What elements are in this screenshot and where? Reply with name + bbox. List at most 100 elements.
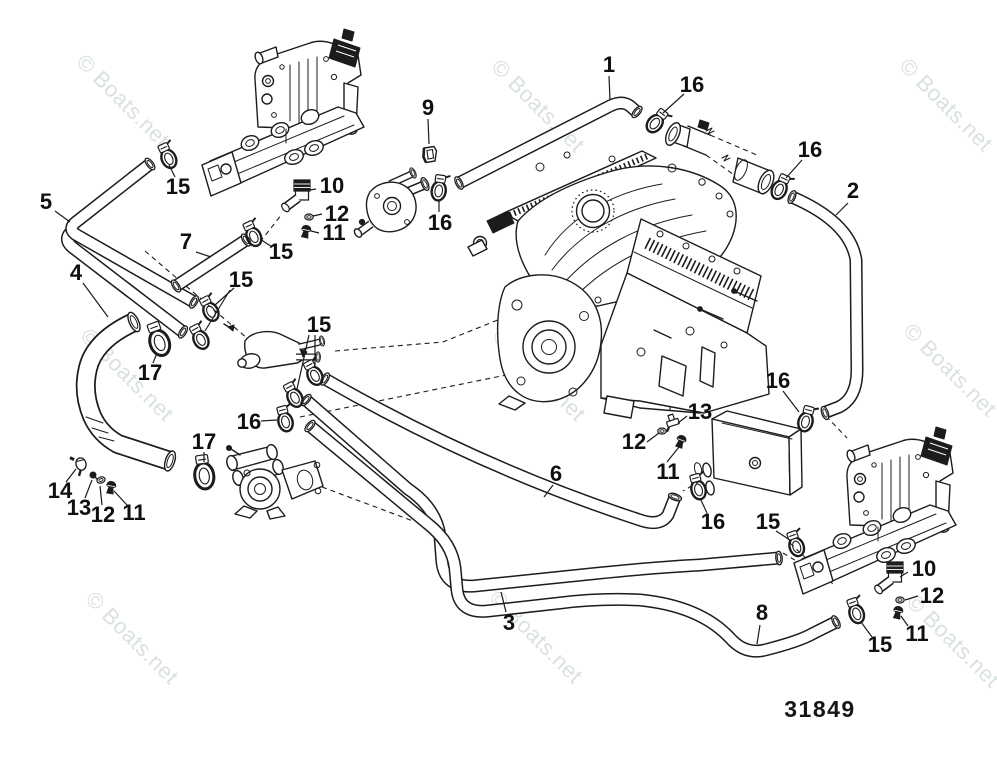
clip-9 xyxy=(422,145,438,164)
callout-fitting-10-starboard: 10 xyxy=(899,556,936,581)
callout-label: 10 xyxy=(320,173,344,198)
clamp-16-c xyxy=(429,172,452,203)
callout-label: 6 xyxy=(550,461,562,486)
callout-hose-6: 6 xyxy=(543,461,562,498)
hose-7 xyxy=(168,231,254,295)
callout-label: 12 xyxy=(91,502,115,527)
power-steering-cooler xyxy=(223,323,326,369)
callout-hose-2: 2 xyxy=(835,178,859,216)
callout-label: 12 xyxy=(920,583,944,608)
callout-clamp-15-c: 15 xyxy=(204,267,253,332)
callout-clamp-15-b: 15 xyxy=(259,238,293,264)
callout-clamp-15-a: 15 xyxy=(166,164,190,199)
callout-label: 16 xyxy=(428,210,452,235)
callout-label: 17 xyxy=(138,360,162,385)
callout-label: 11 xyxy=(122,500,145,525)
washer-12-starboard xyxy=(895,596,905,604)
watermark-text: © Boats.net xyxy=(72,49,175,152)
callout-washer-12-left: 12 xyxy=(91,485,115,527)
thermostat-housing xyxy=(353,166,432,238)
callout-clamp-16-b: 16 xyxy=(785,137,822,179)
clamp-15-c1 xyxy=(195,291,225,325)
callout-fitting-13-center: 13 xyxy=(677,399,712,424)
watermark-text: © Boats.net xyxy=(895,53,997,156)
callout-clamp-16-e: 16 xyxy=(766,368,800,413)
hose-4 xyxy=(75,309,179,474)
exhaust-manifold-port xyxy=(201,28,365,197)
fittings xyxy=(68,145,905,620)
callout-label: 11 xyxy=(656,459,679,484)
callout-washer-12-center: 12 xyxy=(622,429,660,454)
callout-washer-12-starboard: 12 xyxy=(904,583,944,608)
callout-plug-11-center: 11 xyxy=(656,446,680,484)
plug-11-center xyxy=(674,433,688,450)
callout-label: 16 xyxy=(766,368,790,393)
hose-2 xyxy=(785,188,864,422)
clamp-15-f xyxy=(843,593,871,627)
callout-label: 11 xyxy=(905,621,928,646)
hose-1 xyxy=(452,96,645,192)
hoses xyxy=(60,96,864,658)
callout-label: 10 xyxy=(912,556,936,581)
engine-block xyxy=(467,150,770,419)
callout-label: 15 xyxy=(756,509,780,534)
callout-label: 8 xyxy=(756,600,768,625)
clamp-16-d xyxy=(273,402,299,435)
callout-label: 2 xyxy=(847,178,859,203)
callout-plug-11-port: 11 xyxy=(310,220,346,245)
callout-clamp-16-a: 16 xyxy=(662,72,704,114)
callout-hose-7: 7 xyxy=(180,229,212,258)
washer-12-left xyxy=(95,475,107,485)
callout-label: 11 xyxy=(322,220,345,245)
callout-label: 5 xyxy=(40,189,52,214)
callout-label: 16 xyxy=(680,72,704,97)
watermark-text: © Boats.net xyxy=(81,586,184,689)
fitting-10-port xyxy=(280,180,310,213)
watermark-text: © Boats.net xyxy=(899,318,997,421)
callout-label: 4 xyxy=(70,260,83,285)
callout-plug-11-starboard: 11 xyxy=(900,615,929,646)
clamp-15-c2 xyxy=(185,319,215,353)
callout-label: 13 xyxy=(67,495,91,520)
hose-5 xyxy=(65,156,201,311)
callout-clamp-17-b: 17 xyxy=(192,429,216,462)
callout-label: 16 xyxy=(701,509,725,534)
callouts: 1 2 3 4 5 6 7 8 9 10 10 12 11 12 11 13 1… xyxy=(40,52,944,657)
callout-plug-11-left: 11 xyxy=(113,490,146,525)
callout-label: 15 xyxy=(166,174,190,199)
callout-hose-4: 4 xyxy=(70,260,109,318)
callout-label: 16 xyxy=(798,137,822,162)
callout-clamp-16-c: 16 xyxy=(428,201,452,235)
callout-clamp-17-a: 17 xyxy=(138,352,162,385)
callout-label: 7 xyxy=(180,229,192,254)
washer-12-port xyxy=(304,213,314,221)
callout-clamp-16-f: 16 xyxy=(699,497,725,534)
callout-hose-5: 5 xyxy=(40,189,71,223)
hose-8 xyxy=(302,418,843,658)
callout-label: 3 xyxy=(503,610,515,635)
clamp-16-e xyxy=(795,402,821,435)
callout-label: 12 xyxy=(325,201,349,226)
callout-clamp-15-f: 15 xyxy=(860,621,892,657)
clamp-15-e xyxy=(783,526,811,560)
callout-label: 16 xyxy=(237,409,261,434)
callout-clamp-15-e: 15 xyxy=(756,509,791,541)
callout-clamp-16-d: 16 xyxy=(237,409,278,434)
callout-fitting-13-left: 13 xyxy=(67,479,93,520)
callout-washer-12-port: 12 xyxy=(312,201,349,226)
callout-label: 17 xyxy=(192,429,216,454)
callout-fitting-10-port: 10 xyxy=(302,173,344,198)
callout-clip-9: 9 xyxy=(422,95,434,145)
callout-label: 12 xyxy=(622,429,646,454)
callout-label: 15 xyxy=(868,632,892,657)
callout-clamp-15-d: 15 xyxy=(296,312,331,390)
drawing-part-number: 31849 xyxy=(784,696,855,722)
callout-label: 15 xyxy=(307,312,331,337)
sea-water-pump xyxy=(226,443,324,520)
hose-6 xyxy=(318,370,684,530)
callout-label: 14 xyxy=(48,478,73,503)
callout-label: 13 xyxy=(688,399,712,424)
callout-fitting-14: 14 xyxy=(48,468,77,503)
